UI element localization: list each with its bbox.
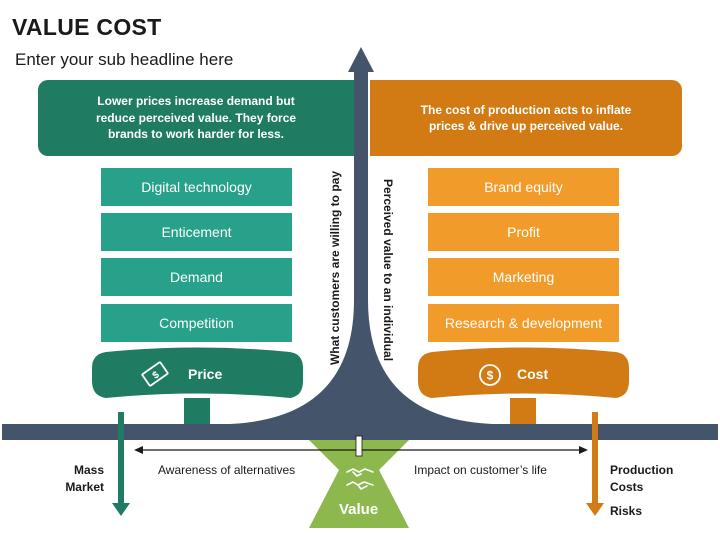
alternatives-arrow-left [134,446,143,454]
svg-text:$: $ [487,369,494,383]
page-title: VALUE COST [12,14,162,40]
center-tick [355,435,363,457]
cost-banner: The cost of production acts to inflate p… [370,80,682,156]
price-banner: Lower prices increase demand but reduce … [38,80,354,156]
cost-item-1: Brand equity [428,168,619,206]
page-subtitle: Enter your sub headline here [15,50,234,69]
production-costs-label: Production Costs [610,462,673,496]
mass-label: Mass [73,463,104,477]
price-pedestal [184,398,210,424]
handshake-icon [346,468,374,490]
market-label: Market [65,480,104,494]
left-down-arrow-head [112,503,130,516]
right-down-arrow-shaft [592,412,598,504]
awareness-label: Awareness of alternatives [158,463,296,477]
production-label: Production [610,463,674,477]
left-down-arrow-shaft [118,412,124,504]
perceived-value-label: Perceived value to an individual [381,178,395,362]
svg-text:$: $ [151,369,162,381]
cost-pill [418,347,629,398]
price-item-2: Enticement [101,213,292,251]
cost-item-3: Marketing [428,258,619,296]
money-bill-icon: $ [141,361,169,387]
mass-market-label: Mass Market [58,462,104,496]
costs-label: Costs [610,480,644,494]
alternatives-arrow-right [579,446,588,454]
cost-pedestal [510,398,536,424]
value-label: Value [339,501,379,518]
dollar-circle-icon: $ [479,364,501,386]
right-down-arrow-head [586,503,604,516]
price-item-3: Demand [101,258,292,296]
price-pill [92,347,303,398]
price-item-1: Digital technology [101,168,292,206]
central-stem [2,72,718,440]
cost-item-4: Research & development [428,304,619,342]
impact-label: Impact on customer’s life [414,463,547,477]
risks-label: Risks [610,504,643,518]
cost-item-2: Profit [428,213,619,251]
price-item-4: Competition [101,304,292,342]
price-label: Price [188,366,223,382]
willing-to-pay-label: What customers are willing to pay [328,170,342,366]
up-arrow-head [348,47,374,72]
cost-label: Cost [517,366,549,382]
